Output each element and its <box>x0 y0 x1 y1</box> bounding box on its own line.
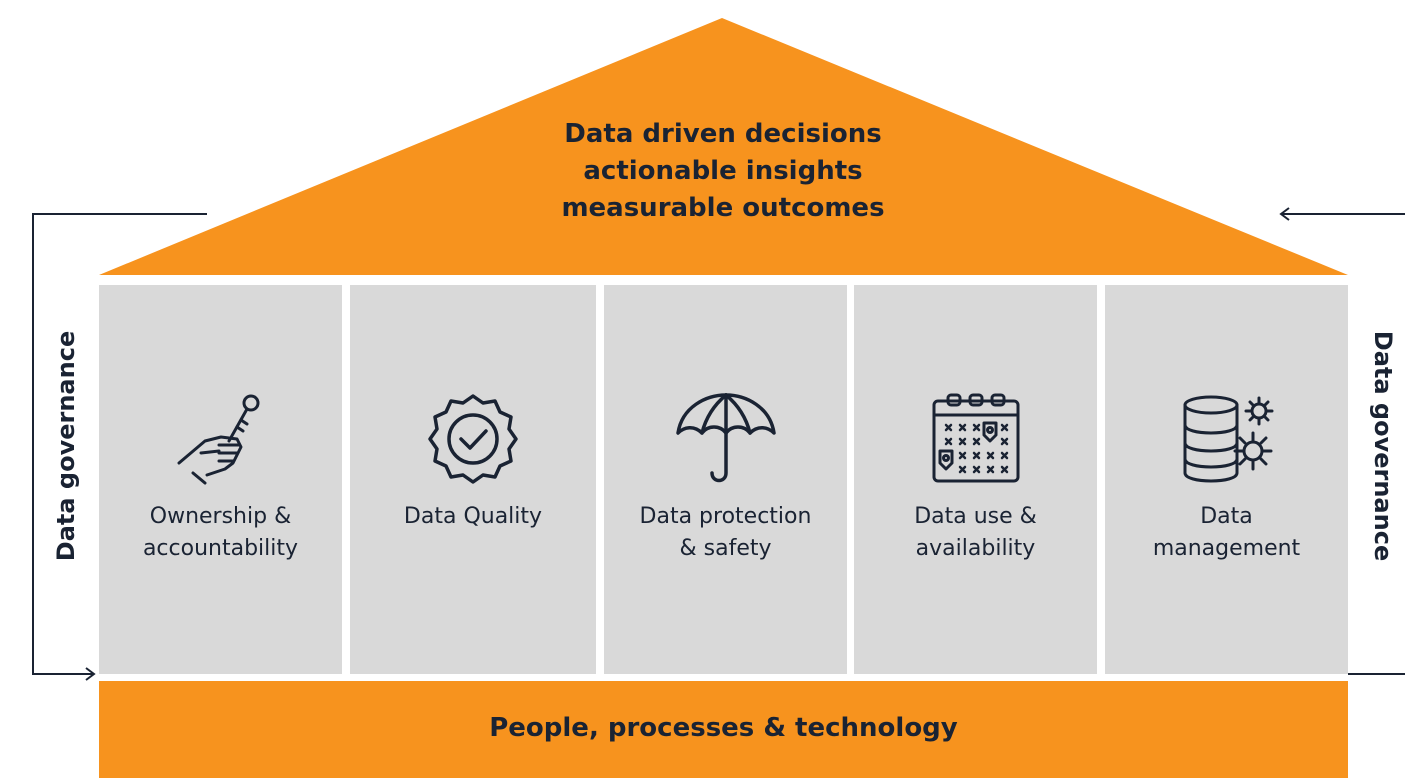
pillar-label: Data management <box>1105 501 1348 565</box>
quality-badge-icon <box>428 394 518 484</box>
pillar-label-line-1: Data protection <box>639 504 812 529</box>
roof-line-1: Data driven decisions <box>564 119 882 149</box>
pillar-data-management: Data management <box>1105 285 1348 674</box>
right-governance-arrow <box>1279 207 1405 675</box>
pillar-label-line-2: & safety <box>679 536 772 561</box>
foundation-label: People, processes & technology <box>489 713 958 743</box>
left-governance-arrow <box>32 213 207 681</box>
pillar-data-use: Data use & availability <box>854 285 1097 674</box>
umbrella-icon <box>675 393 776 483</box>
side-label-left: Data governance <box>52 330 80 562</box>
pillar-ownership: Ownership & accountability <box>99 285 342 674</box>
pillar-label-line-1: Data Quality <box>403 504 543 529</box>
database-gear-icon <box>1183 395 1273 483</box>
pillar-label-line-1: Ownership & <box>149 504 292 529</box>
roof <box>99 18 1348 275</box>
pillar-label-line-2: management <box>1152 536 1301 561</box>
pillar-label: Data Quality <box>350 501 596 533</box>
roof-text: Data driven decisions actionable insight… <box>420 116 1026 227</box>
calendar-icon <box>932 393 1019 483</box>
pillar-label: Ownership & accountability <box>99 501 342 565</box>
pillar-data-protection: Data protection & safety <box>604 285 847 674</box>
pillar-label: Data protection & safety <box>604 501 847 565</box>
foundation: People, processes & technology <box>99 681 1348 778</box>
roof-line-2: actionable insights <box>583 156 863 186</box>
pillar-label-line-2: accountability <box>142 536 299 561</box>
pillar-label: Data use & availability <box>854 501 1097 565</box>
pillar-data-quality: Data Quality <box>350 285 596 674</box>
pillar-label-line-1: Data <box>1200 504 1253 529</box>
roof-line-3: measurable outcomes <box>561 193 885 223</box>
side-label-right: Data governance <box>1369 330 1397 562</box>
pillar-label-line-2: availability <box>915 536 1036 561</box>
pillar-label-line-1: Data use & <box>914 504 1037 529</box>
hand-key-icon <box>177 394 259 485</box>
